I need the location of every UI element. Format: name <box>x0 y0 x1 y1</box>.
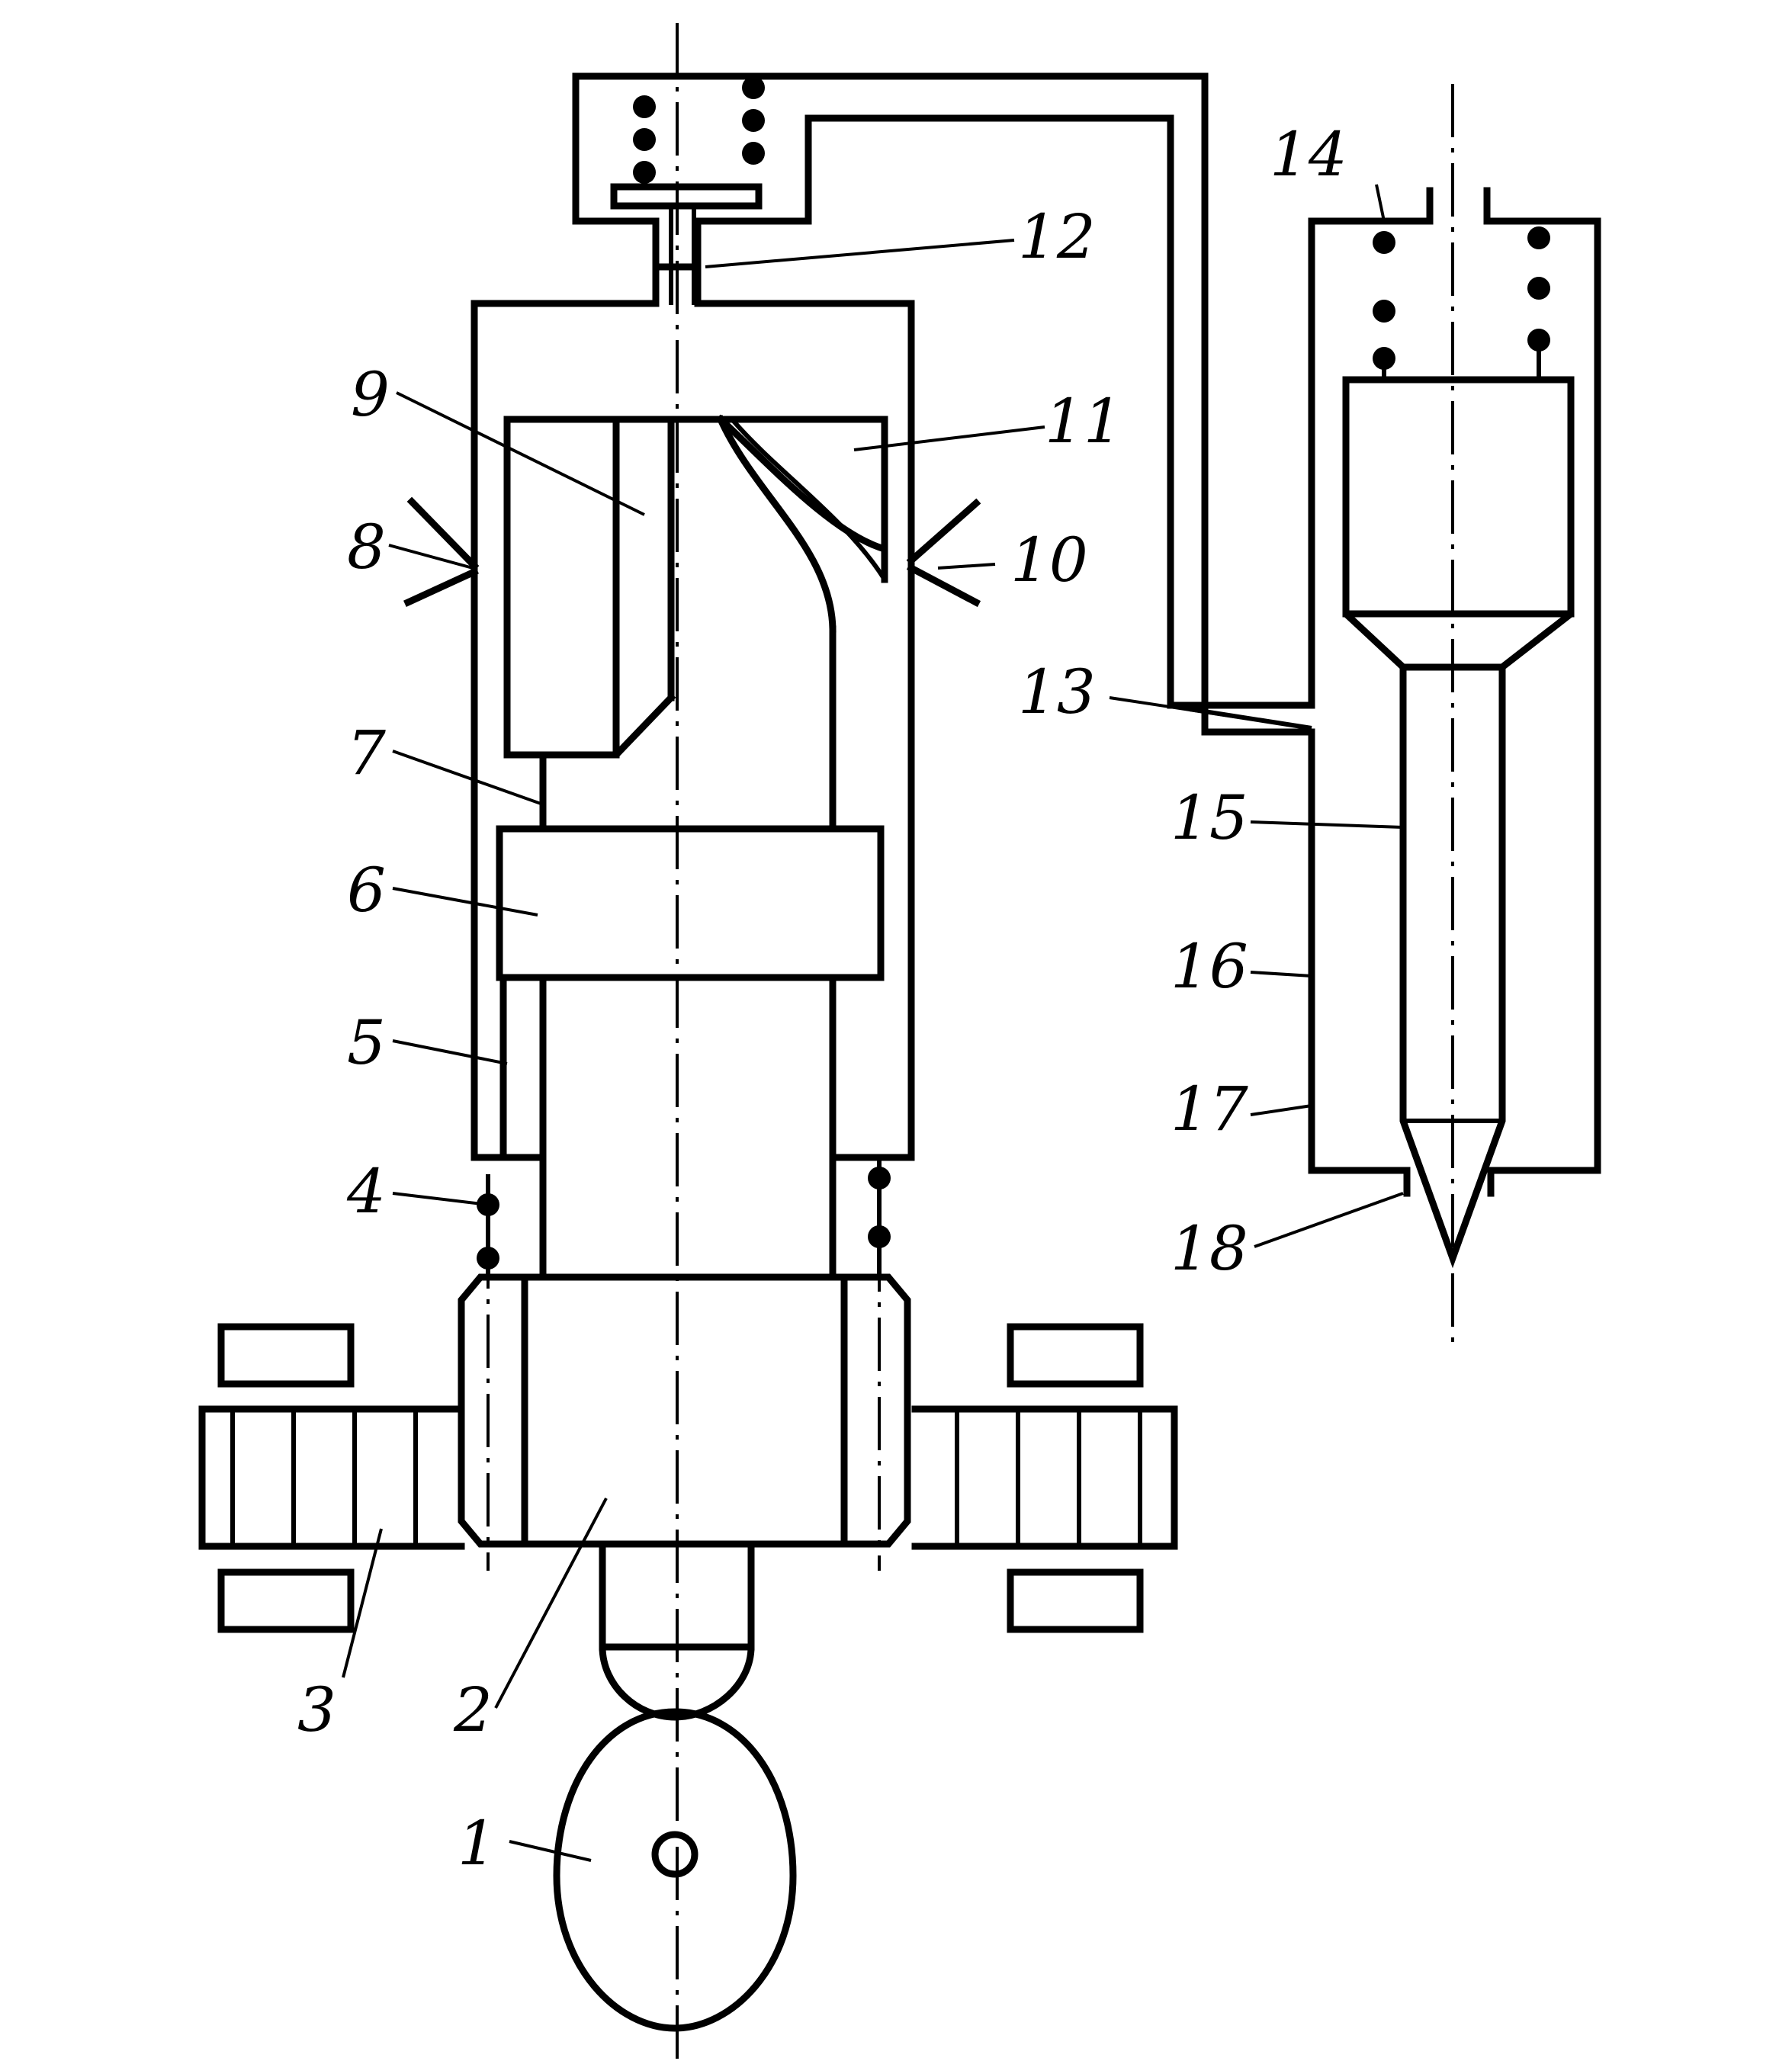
label-17: 17 <box>1171 1074 1248 1144</box>
outlet-port <box>906 498 981 608</box>
injector-spring <box>1373 226 1550 380</box>
valve-block <box>503 414 888 759</box>
inner-plunger-body <box>539 974 837 1281</box>
label-12: 12 <box>1018 201 1096 272</box>
neck <box>539 625 837 833</box>
label-5: 5 <box>347 1007 386 1078</box>
plunger-spring <box>477 1159 891 1277</box>
label-3: 3 <box>297 1674 336 1745</box>
injector-body <box>1308 187 1601 1197</box>
label-15: 15 <box>1171 782 1248 853</box>
control-collar <box>496 825 885 981</box>
cam-follower <box>599 1544 755 1721</box>
label-10: 10 <box>1010 525 1088 596</box>
pump-housing <box>470 263 915 1281</box>
label-11: 11 <box>1045 386 1122 457</box>
leader-lines <box>342 184 1404 1862</box>
label-13: 13 <box>1018 657 1096 727</box>
label-8: 8 <box>347 512 386 583</box>
label-1: 1 <box>458 1808 496 1879</box>
label-4: 4 <box>346 1156 386 1227</box>
top-spring <box>633 76 765 184</box>
label-6: 6 <box>347 855 386 926</box>
top-cap <box>572 72 1315 736</box>
injector-needle <box>1342 376 1575 1269</box>
label-16: 16 <box>1171 931 1248 1002</box>
label-7: 7 <box>347 717 386 788</box>
plunger-sleeve <box>458 1159 911 1571</box>
label-2: 2 <box>453 1674 493 1745</box>
label-18: 18 <box>1171 1213 1248 1284</box>
inlet-port <box>403 496 480 607</box>
label-9: 9 <box>351 359 390 430</box>
rack-bar <box>198 1405 1178 1550</box>
label-14: 14 <box>1270 119 1347 190</box>
cam <box>553 1708 797 2032</box>
hatched-guides <box>217 1323 1144 1633</box>
